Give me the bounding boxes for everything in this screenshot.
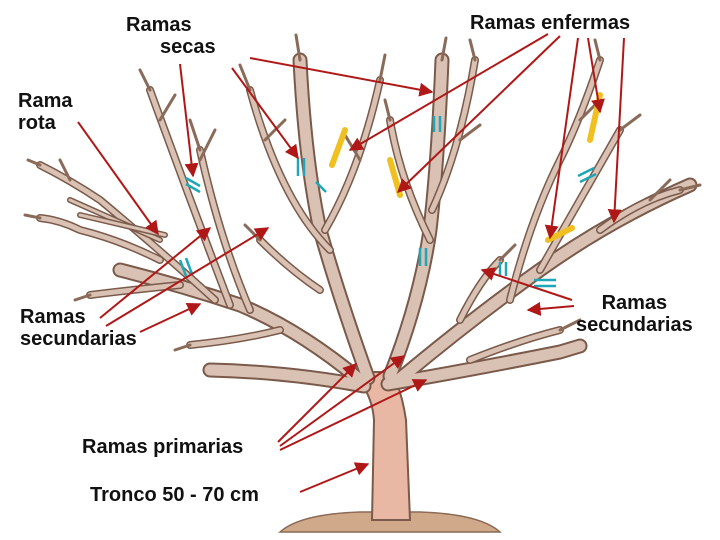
- ramas-secas-line1: Ramas: [126, 14, 216, 36]
- ramas-secundarias-left-line1: Ramas: [20, 306, 137, 328]
- cut-marks: [180, 116, 596, 286]
- ramas-enfermas-label: Ramas enfermas: [470, 12, 630, 34]
- rama-rota-label: Rama rota: [18, 90, 72, 134]
- ramas-secundarias-right-label: Ramas secundarias: [576, 292, 693, 336]
- ramas-secas-label: Ramas secas: [126, 14, 216, 58]
- ramas-secundarias-right-line1: Ramas: [576, 292, 693, 314]
- ramas-secundarias-left-line2: secundarias: [20, 328, 137, 350]
- tronco-label: Tronco 50 - 70 cm: [90, 484, 259, 506]
- ramas-secas-line2: secas: [126, 36, 216, 58]
- rama-rota-line2: rota: [18, 112, 72, 134]
- ramas-secundarias-right-line2: secundarias: [576, 314, 693, 336]
- ramas-primarias-label: Ramas primarias: [82, 436, 243, 458]
- rama-rota-line1: Rama: [18, 90, 72, 112]
- trunk: [352, 372, 410, 520]
- ramas-secundarias-left-label: Ramas secundarias: [20, 306, 137, 350]
